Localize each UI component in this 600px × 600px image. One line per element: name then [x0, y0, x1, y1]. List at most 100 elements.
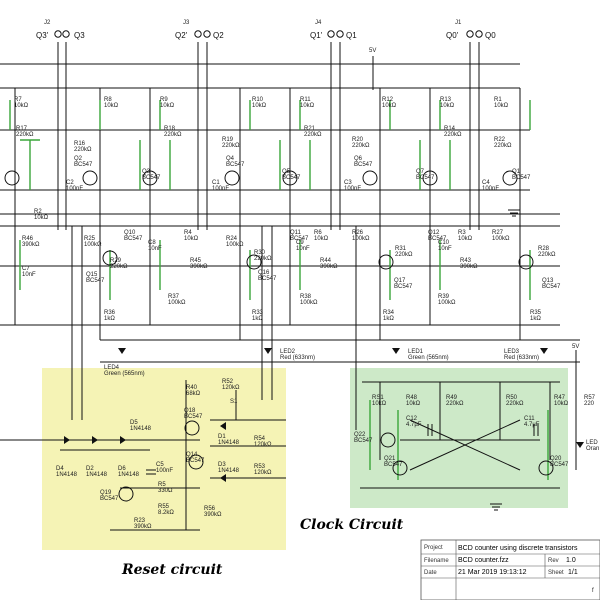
component-ref: R30 — [254, 250, 266, 256]
connector-pin-q0: Q0 — [485, 31, 496, 40]
component-ref: R39 — [438, 294, 450, 300]
component-value: 10kΩ — [104, 103, 119, 109]
highlighted-nets — [9, 100, 549, 480]
component-value: BC547 — [258, 276, 277, 282]
component-value: BC547 — [142, 175, 161, 181]
filename-label: Filename — [424, 558, 449, 564]
component-value: 390kΩ — [190, 264, 208, 270]
stray-mark: f — [592, 588, 594, 594]
sheet-value: 1/1 — [568, 569, 578, 576]
component-value: 1N4148 — [130, 426, 152, 432]
component-value: 1kΩ — [530, 316, 541, 322]
component-ref: R1 — [494, 97, 502, 103]
component-ref: D3 — [218, 462, 226, 468]
component-ref: R43 — [460, 258, 472, 264]
led-symbols — [118, 348, 584, 448]
component-ref: R6 — [314, 230, 322, 236]
component-ref: Q7 — [416, 169, 425, 175]
component-ref: R8 — [104, 97, 112, 103]
component-ref: R7 — [14, 97, 22, 103]
component-ref: R52 — [222, 379, 234, 385]
component-value: BC547 — [550, 462, 569, 468]
connector-pin-q3: Q3 — [74, 31, 85, 40]
component-ref: C2 — [66, 180, 74, 186]
component-ref: C12 — [406, 416, 418, 422]
component-ref: Q18 — [184, 408, 196, 414]
component-ref: C8 — [148, 240, 156, 246]
component-value: BC547 — [394, 284, 413, 290]
rev-value: 1.0 — [566, 557, 576, 564]
title-block: Project BCD counter using discrete trans… — [420, 539, 600, 600]
component-value: 220kΩ — [446, 401, 464, 407]
project-value: BCD counter using discrete transistors — [458, 545, 578, 552]
component-value: BC547 — [428, 236, 447, 242]
date-value: 21 Mar 2019 19:13:12 — [458, 569, 527, 576]
component-ref: RS1 — [372, 395, 384, 401]
component-ref: R13 — [440, 97, 452, 103]
component-ref: D2 — [86, 466, 94, 472]
capacitor-symbols — [146, 424, 539, 475]
component-value: 100nF — [156, 468, 173, 474]
component-ref: R27 — [492, 230, 504, 236]
component-ref: R48 — [406, 395, 418, 401]
component-ref: R20 — [352, 137, 364, 143]
component-value: BC547 — [290, 236, 309, 242]
component-value: 10kΩ — [440, 103, 455, 109]
filename-value: BCD counter.fzz — [458, 557, 509, 564]
component-ref: Q14 — [186, 452, 198, 458]
component-value: 100nF — [344, 186, 361, 192]
component-ref: R18 — [164, 126, 176, 132]
component-value: 100kΩ — [438, 300, 456, 306]
component-ref: R34 — [383, 310, 395, 316]
component-ref: R36 — [104, 310, 116, 316]
component-value: BC547 — [86, 278, 105, 284]
component-value: 120kΩ — [254, 470, 272, 476]
component-value: 1N4148 — [118, 472, 140, 478]
component-value: BC547 — [100, 496, 119, 502]
component-ref: LED4 — [104, 365, 120, 371]
component-ref: R2 — [34, 209, 42, 215]
component-value: 220kΩ — [538, 252, 556, 258]
component-ref: R46 — [22, 236, 34, 242]
component-value: BC547 — [542, 284, 561, 290]
component-ref: R11 — [300, 97, 311, 103]
connector-pin-q1-bar: Q1' — [310, 31, 323, 40]
component-ref: C11 — [524, 416, 535, 422]
component-value: 10kΩ — [160, 103, 175, 109]
component-value: 220kΩ — [506, 401, 524, 407]
component-ref: C3 — [344, 180, 352, 186]
component-ref: R49 — [446, 395, 458, 401]
connector-pin-q3-bar: Q3' — [36, 31, 49, 40]
component-value: Red (633nm) — [280, 355, 315, 361]
connector-ref-j1: J1 — [455, 20, 462, 26]
connector-ref-j3: J3 — [183, 20, 190, 26]
component-ref: Q2 — [74, 156, 83, 162]
component-ref: R21 — [304, 126, 316, 132]
component-value: BC547 — [124, 236, 143, 242]
component-value: 120kΩ — [254, 442, 272, 448]
component-ref: R53 — [254, 464, 266, 470]
connector-pin-q0-bar: Q0' — [446, 31, 459, 40]
component-value: 100kΩ — [492, 236, 510, 242]
component-ref: LED1 — [408, 349, 424, 355]
component-value: BC547 — [184, 414, 203, 420]
component-value: 68kΩ — [186, 391, 201, 397]
component-ref: Q12 — [428, 230, 440, 236]
component-value: 220kΩ — [304, 132, 322, 138]
connector-ref-j4: J4 — [315, 20, 322, 26]
component-ref: R23 — [134, 518, 146, 524]
connector-ref-j2: J2 — [44, 20, 51, 26]
component-ref: Q10 — [124, 230, 136, 236]
component-value: 100kΩ — [168, 300, 186, 306]
component-value: 8.2kΩ — [158, 510, 174, 516]
component-ref: Q21 — [384, 456, 396, 462]
component-value: BC547 — [226, 162, 245, 168]
component-ref: LED2 — [280, 349, 296, 355]
component-ref: C1 — [212, 180, 220, 186]
component-value: 10kΩ — [494, 103, 509, 109]
component-value: Red (633nm) — [504, 355, 539, 361]
component-ref: R4 — [184, 230, 192, 236]
component-value: BC547 — [74, 162, 93, 168]
component-ref: R25 — [84, 236, 96, 242]
